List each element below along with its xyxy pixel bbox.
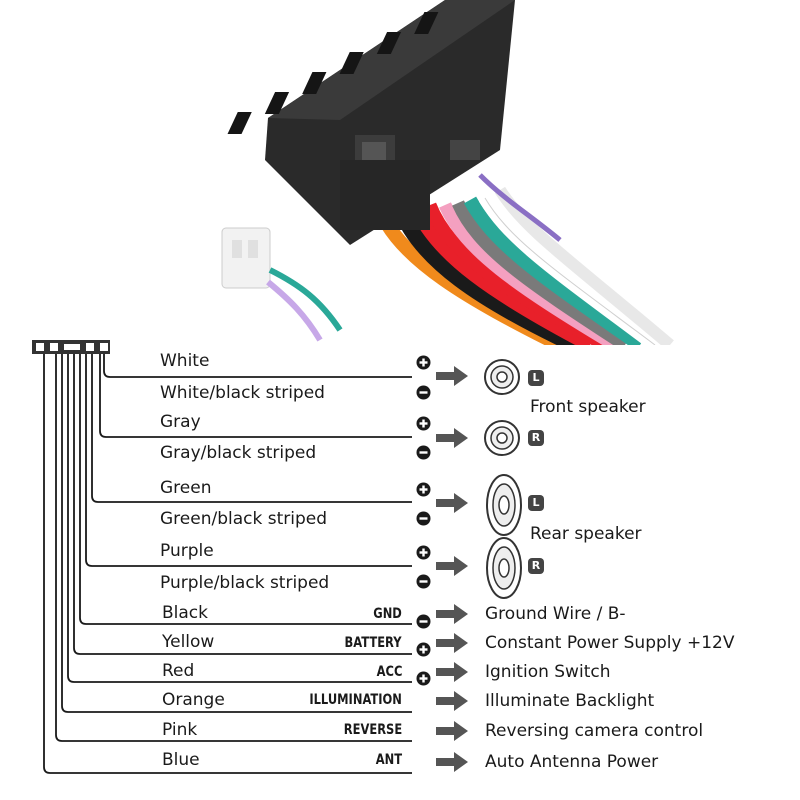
plus-polarity-icon bbox=[416, 482, 431, 497]
wire-label-green: Green bbox=[160, 478, 212, 498]
arrow-right-icon bbox=[436, 633, 468, 653]
desc-antenna: Auto Antenna Power bbox=[485, 752, 659, 772]
signal-reverse: REVERSE bbox=[343, 722, 402, 738]
wire-label-gray-black: Gray/black striped bbox=[160, 443, 317, 463]
wire-label-pink: Pink bbox=[162, 720, 198, 740]
arrow-right-icon bbox=[436, 604, 468, 624]
desc-constant-power: Constant Power Supply +12V bbox=[485, 633, 735, 653]
round-speaker-icon bbox=[484, 420, 520, 456]
desc-ground: Ground Wire / B- bbox=[485, 604, 626, 624]
arrow-right-icon bbox=[436, 493, 468, 513]
left-channel-badge: L bbox=[528, 495, 544, 511]
arrow-right-icon bbox=[436, 691, 468, 711]
arrow-right-icon bbox=[436, 662, 468, 682]
wire-line bbox=[55, 354, 412, 742]
minus-polarity-icon bbox=[416, 385, 431, 400]
signal-gnd: GND bbox=[373, 606, 402, 622]
wire-line bbox=[61, 354, 412, 713]
minus-polarity-icon bbox=[416, 574, 431, 589]
signal-illumination: ILLUMINATION bbox=[309, 692, 402, 708]
wire-label-purple: Purple bbox=[160, 541, 214, 561]
wire-line bbox=[43, 354, 412, 774]
minus-polarity-icon bbox=[416, 445, 431, 460]
desc-ignition: Ignition Switch bbox=[485, 662, 611, 682]
harness-connector-photo bbox=[221, 0, 674, 345]
desc-backlight: Illuminate Backlight bbox=[485, 691, 655, 711]
arrow-right-icon bbox=[436, 556, 468, 576]
wire-line bbox=[103, 354, 412, 378]
right-channel-badge: R bbox=[528, 430, 544, 446]
wire-label-white: White bbox=[160, 351, 210, 371]
wire-label-gray: Gray bbox=[160, 412, 201, 432]
wire-line bbox=[73, 354, 412, 655]
arrow-right-icon bbox=[436, 366, 468, 386]
connector-icon bbox=[32, 340, 110, 354]
wire-label-white-black: White/black striped bbox=[160, 383, 325, 403]
photo-small-connector bbox=[221, 227, 343, 342]
right-channel-badge: R bbox=[528, 558, 544, 574]
plus-polarity-icon bbox=[416, 671, 431, 686]
left-channel-badge: L bbox=[528, 370, 544, 386]
front-speaker-label: Front speaker bbox=[530, 397, 646, 417]
plus-polarity-icon bbox=[416, 416, 431, 431]
wire-line bbox=[85, 354, 412, 567]
signal-ant: ANT bbox=[375, 752, 402, 768]
wire-label-blue: Blue bbox=[162, 750, 200, 770]
wire-line bbox=[91, 354, 412, 503]
wire-line bbox=[67, 354, 412, 683]
signal-acc: ACC bbox=[376, 664, 402, 680]
wire-label-black: Black bbox=[162, 603, 208, 623]
oval-speaker-icon bbox=[486, 537, 522, 599]
round-speaker-icon bbox=[484, 359, 520, 395]
plus-polarity-icon bbox=[416, 545, 431, 560]
wire-label-purple-black: Purple/black striped bbox=[160, 573, 330, 593]
wire-label-yellow: Yellow bbox=[162, 632, 215, 652]
wire-label-red: Red bbox=[162, 661, 195, 681]
minus-polarity-icon bbox=[416, 614, 431, 629]
arrow-right-icon bbox=[436, 428, 468, 448]
wire-line bbox=[99, 354, 412, 438]
plus-polarity-icon bbox=[416, 642, 431, 657]
photo-main-connector bbox=[227, 0, 515, 245]
arrow-right-icon bbox=[436, 721, 468, 741]
plus-polarity-icon bbox=[416, 355, 431, 370]
signal-battery: BATTERY bbox=[344, 635, 402, 651]
wire-label-orange: Orange bbox=[162, 690, 225, 710]
arrow-right-icon bbox=[436, 752, 468, 772]
desc-reverse-camera: Reversing camera control bbox=[485, 721, 704, 741]
wire-label-green-black: Green/black striped bbox=[160, 509, 328, 529]
minus-polarity-icon bbox=[416, 511, 431, 526]
oval-speaker-icon bbox=[486, 474, 522, 536]
rear-speaker-label: Rear speaker bbox=[530, 524, 642, 544]
wire-line bbox=[79, 354, 412, 625]
